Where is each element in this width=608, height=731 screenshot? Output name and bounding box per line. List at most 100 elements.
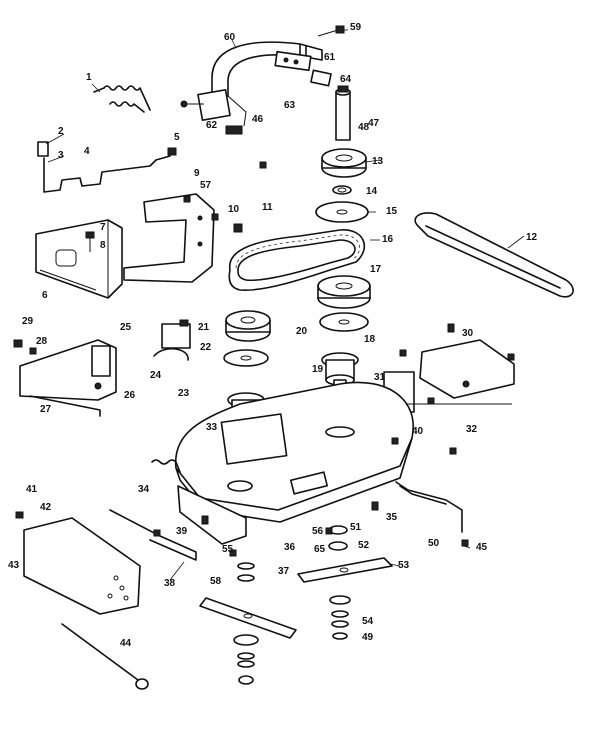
- center-mount-plate: [123, 193, 215, 283]
- callout-11: 11: [262, 202, 273, 213]
- spindle-shaft: [335, 85, 351, 141]
- callout-7: 7: [100, 222, 106, 233]
- rear-link-rod: [395, 481, 463, 533]
- callout-1: 1: [86, 72, 92, 83]
- callout-30: 30: [462, 328, 474, 339]
- callout-31: 31: [374, 372, 386, 383]
- drive-belt: [414, 212, 574, 298]
- callout-15: 15: [386, 206, 398, 217]
- callout-64: 64: [340, 74, 352, 85]
- callout-62: 62: [206, 120, 218, 131]
- callout-28: 28: [36, 336, 48, 347]
- callout-39: 39: [176, 526, 188, 537]
- callout-60: 60: [224, 32, 236, 43]
- callout-48: 48: [358, 122, 370, 133]
- callout-53: 53: [398, 560, 410, 571]
- leader-lines: [45, 29, 525, 581]
- callout-47: 47: [368, 118, 380, 129]
- callout-5: 5: [174, 132, 180, 143]
- callout-8: 8: [100, 240, 106, 251]
- callout-6: 6: [42, 290, 48, 301]
- callout-26: 26: [124, 390, 136, 401]
- spring-assembly: [93, 85, 151, 113]
- callout-54: 54: [362, 616, 374, 627]
- callout-61: 61: [324, 52, 336, 63]
- callout-9: 9: [194, 168, 200, 179]
- spring-plate: [197, 88, 247, 127]
- callout-25: 25: [120, 322, 132, 333]
- callout-52: 52: [358, 540, 370, 551]
- tab-clip-64: [225, 69, 332, 135]
- washer-15-right: [319, 312, 369, 332]
- callout-labels: 1 2 3 4 5 6 7 8 9 10 11 12 13 14 15 16 1…: [8, 22, 538, 649]
- drive-chain: [228, 229, 366, 291]
- bolt-59: [317, 25, 345, 37]
- mower-deck: [174, 381, 414, 523]
- callout-50: 50: [428, 538, 440, 549]
- callout-34: 34: [138, 484, 150, 495]
- callout-59: 59: [350, 22, 362, 33]
- callout-58: 58: [210, 576, 222, 587]
- callout-44: 44: [120, 638, 132, 649]
- callout-16: 16: [382, 234, 394, 245]
- callout-27: 27: [40, 404, 52, 415]
- idler-bracket-21: [153, 319, 191, 361]
- callout-32: 32: [466, 424, 478, 435]
- discharge-chute: [23, 517, 141, 615]
- callout-38: 38: [164, 578, 176, 589]
- callout-12: 12: [526, 232, 538, 243]
- callout-36: 36: [284, 542, 296, 553]
- callout-33: 33: [206, 422, 218, 433]
- spring-34: [151, 459, 181, 473]
- pulley-13: [321, 148, 367, 178]
- callout-22: 22: [200, 342, 212, 353]
- callout-4: 4: [84, 146, 90, 157]
- callout-63: 63: [284, 100, 296, 111]
- bolt-7: [85, 231, 95, 252]
- callout-3: 3: [58, 150, 64, 161]
- callout-21: 21: [198, 322, 210, 333]
- callout-51: 51: [350, 522, 362, 533]
- callout-29: 29: [22, 316, 34, 327]
- callout-40: 40: [412, 426, 424, 437]
- bolt-62: [180, 100, 204, 108]
- callout-18: 18: [364, 334, 376, 345]
- right-side-bracket: [383, 339, 515, 413]
- washer-15-upper: [315, 201, 369, 223]
- callout-46: 46: [252, 114, 264, 125]
- callout-19: 19: [312, 364, 324, 375]
- callout-2: 2: [58, 126, 64, 137]
- callout-41: 41: [26, 484, 38, 495]
- callout-10: 10: [228, 204, 240, 215]
- washer-15-left: [223, 349, 269, 367]
- callout-55: 55: [222, 544, 234, 555]
- callout-56: 56: [312, 526, 324, 537]
- blade-left: [199, 597, 297, 639]
- callout-65: 65: [314, 544, 326, 555]
- left-side-bracket: [19, 339, 117, 417]
- washer-stack-left: [233, 562, 259, 685]
- blade-right: [297, 557, 393, 583]
- callout-35: 35: [386, 512, 398, 523]
- lift-rod: [37, 141, 171, 193]
- callout-20: 20: [296, 326, 308, 337]
- callout-45: 45: [476, 542, 488, 553]
- callout-42: 42: [40, 502, 52, 513]
- bearing-14: [332, 185, 352, 195]
- deck-front-bracket: [109, 485, 247, 561]
- left-mount-bracket: [35, 219, 123, 299]
- callout-23: 23: [178, 388, 190, 399]
- callout-57: 57: [200, 180, 212, 191]
- washer-stack-right: [328, 525, 351, 640]
- chute-rod: [61, 623, 149, 690]
- handle-bracket: [211, 41, 323, 97]
- sprocket-17-right: [317, 275, 371, 309]
- sprocket-17-left: [225, 310, 271, 342]
- callout-43: 43: [8, 560, 20, 571]
- hardware-bolts: [13, 147, 515, 557]
- callout-49: 49: [362, 632, 374, 643]
- callout-14: 14: [366, 186, 378, 197]
- callout-13: 13: [372, 156, 384, 167]
- callout-37: 37: [278, 566, 290, 577]
- callout-24: 24: [150, 370, 162, 381]
